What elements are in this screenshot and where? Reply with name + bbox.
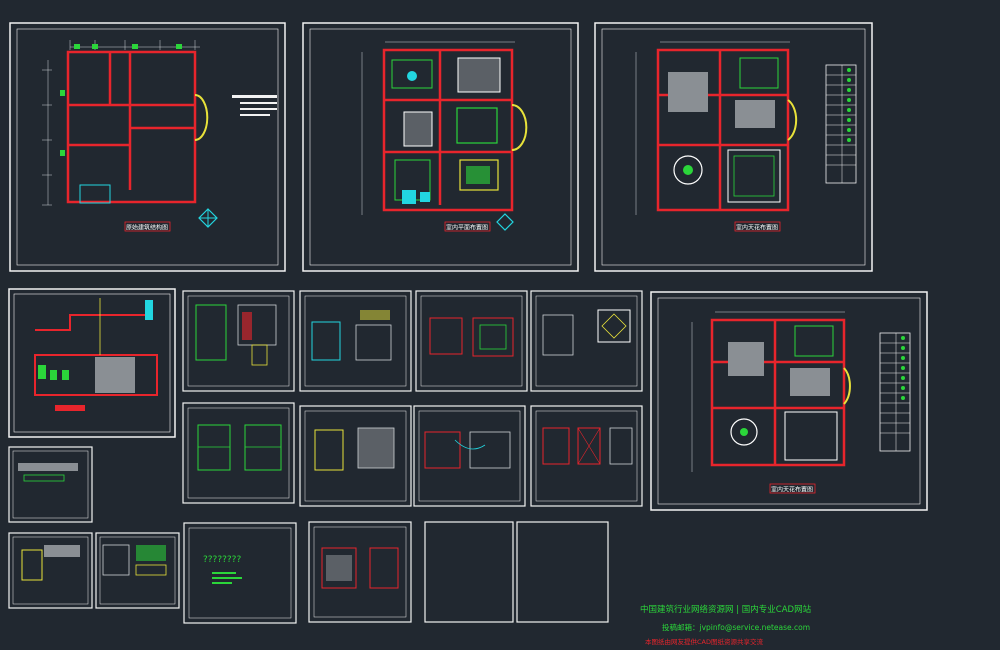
legend-table	[825, 64, 857, 184]
notes-sheet: ????????	[183, 522, 297, 624]
plan2-title: 室内平面布置图	[446, 224, 488, 232]
footer-line-1: 中国建筑行业网络资源网 | 国内专业CAD网站	[640, 604, 812, 615]
footer-line-2: 投稿邮箱：jvpinfo@service.netease.com	[662, 622, 810, 632]
sheet-elevation-long	[8, 288, 176, 438]
sheet-plan-4: 室内天花布置图	[650, 291, 928, 511]
notes-title: ????????	[203, 555, 241, 565]
sheet-plan-3: 室内天花布置图	[594, 22, 873, 272]
detail-sheet-small	[8, 446, 180, 609]
plan1-title: 原始建筑结构图	[126, 224, 168, 232]
legend-table	[879, 332, 911, 452]
sheet-plan-1: 原始建筑结构图	[9, 22, 286, 272]
north-arrow-icon	[496, 213, 514, 231]
sheet-plan-2: 室内平面布置图	[302, 22, 579, 272]
detail-sheet-row2	[182, 402, 643, 507]
footer-line-3: 本图纸由网友提供CAD图纸资源共享交流	[645, 637, 763, 646]
plan3-title: 室内天花布置图	[736, 224, 778, 232]
footer-watermark: 中国建筑行业网络资源网 | 国内专业CAD网站 投稿邮箱：jvpinfo@ser…	[640, 604, 812, 646]
detail-sheet-bottom	[308, 521, 609, 623]
north-arrow-icon	[198, 208, 218, 228]
plan4-title: 室内天花布置图	[771, 486, 813, 494]
detail-sheet-row1	[182, 290, 643, 392]
